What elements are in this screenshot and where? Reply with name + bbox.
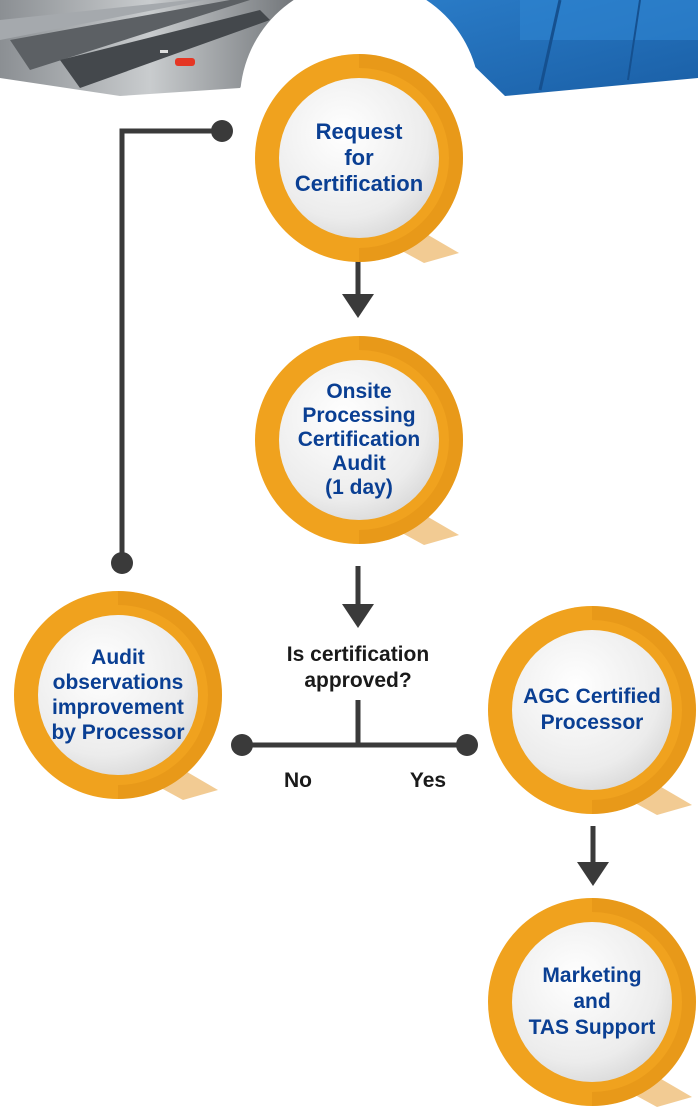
loop-back-connector [111,120,233,574]
node-marketing-support: Marketing and TAS Support [482,892,698,1112]
node-label: Request for Certification [294,119,424,196]
circle-ring-icon [255,54,463,263]
node-request-certification: Request for Certification [249,48,469,268]
header-photo-banner [0,0,698,100]
branch-label-no: No [284,769,312,792]
node-audit-improvement: Audit observations improvement by Proces… [8,585,228,805]
circle-ring-icon [488,606,696,815]
circle-ring-icon [488,898,696,1107]
arrow-certified-to-marketing [577,826,609,886]
decision-branch-connector [231,700,478,756]
node-label: AGC Certified Processor [523,685,661,734]
node-agc-certified: AGC Certified Processor [482,600,698,820]
circle-ring-icon [14,591,222,800]
arrow-audit-to-decision [342,566,374,628]
node-onsite-audit: Onsite Processing Certification Audit (1… [249,330,469,550]
decision-question: Is certification approved? [286,643,430,692]
machine-photo-illustration [0,0,698,100]
branch-label-yes: Yes [409,769,447,792]
node-label: Marketing and TAS Support [528,964,656,1039]
node-label: Onsite Processing Certification Audit (1… [297,380,421,499]
node-label: Audit observations improvement by Proces… [51,646,185,744]
circle-ring-icon [255,336,463,545]
